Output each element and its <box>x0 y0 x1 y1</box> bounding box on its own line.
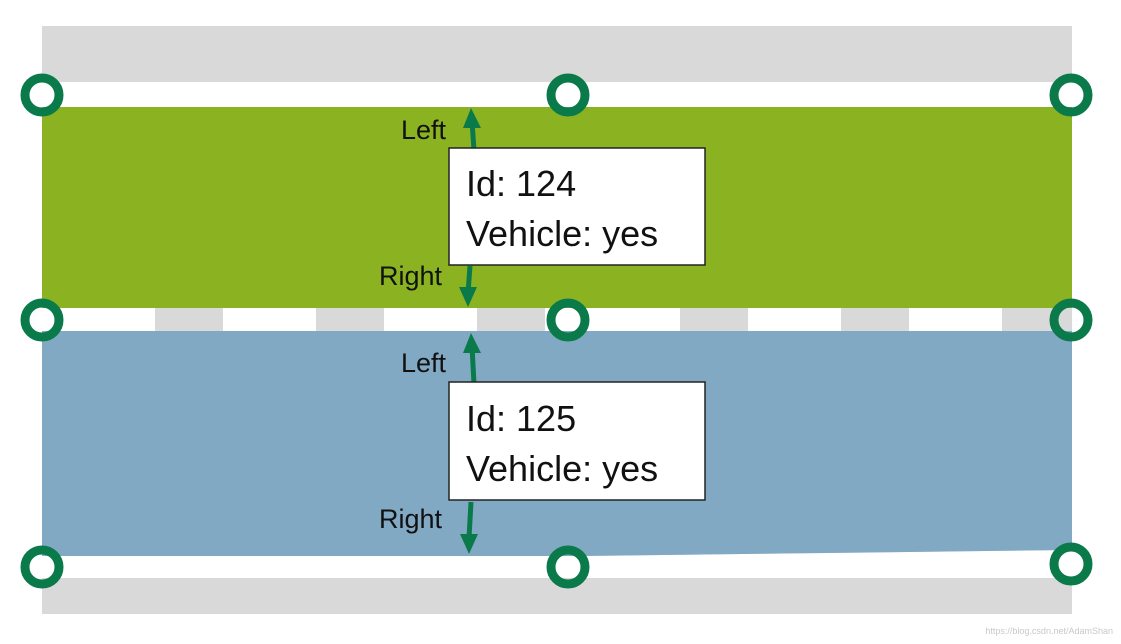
node-markers <box>20 73 1093 589</box>
node-marker-icon <box>1049 542 1093 586</box>
node-marker-icon <box>1049 298 1093 342</box>
watermark: https://blog.csdn.net/AdamShan <box>985 626 1113 636</box>
center-dash <box>680 308 748 331</box>
node-marker-icon <box>20 73 64 117</box>
down-arrowhead <box>459 287 477 307</box>
down-arrowhead <box>460 534 478 554</box>
lane-124-info-box: Id: 124 Vehicle: yes <box>448 147 706 266</box>
lane-124-left-label: Left <box>401 115 447 145</box>
center-dashes <box>155 308 1072 331</box>
center-dash <box>155 308 223 331</box>
center-line-base <box>42 308 1072 331</box>
up-arrowhead <box>463 108 481 128</box>
center-dash <box>841 308 909 331</box>
up-arrowhead <box>463 333 481 353</box>
lane-125-left-label: Left <box>401 348 447 378</box>
info-box-frame <box>448 381 706 501</box>
lane-id-text: Id: 125 <box>466 398 576 439</box>
vehicle-text: Vehicle: yes <box>466 448 658 489</box>
center-dash <box>316 308 384 331</box>
lane-125-boundary-arrows <box>460 333 481 554</box>
vehicle-text: Vehicle: yes <box>466 213 658 254</box>
node-marker-icon <box>546 73 590 117</box>
bottom-edge-line <box>42 550 1072 578</box>
lane-124-boundary-arrows <box>459 108 481 307</box>
lane-125-info-box: Id: 125 Vehicle: yes <box>448 381 706 501</box>
down-arrow-icon <box>466 501 474 539</box>
center-dash <box>477 308 545 331</box>
node-marker-icon <box>546 545 590 589</box>
node-marker-icon <box>20 298 64 342</box>
info-box-frame <box>448 147 706 266</box>
node-marker-icon <box>546 298 590 342</box>
node-marker-icon <box>20 545 64 589</box>
lane-124-right-label: Right <box>379 261 443 291</box>
node-marker-icon <box>1049 73 1093 117</box>
lane-125-right-label: Right <box>379 504 443 534</box>
lane-id-text: Id: 124 <box>466 163 576 204</box>
